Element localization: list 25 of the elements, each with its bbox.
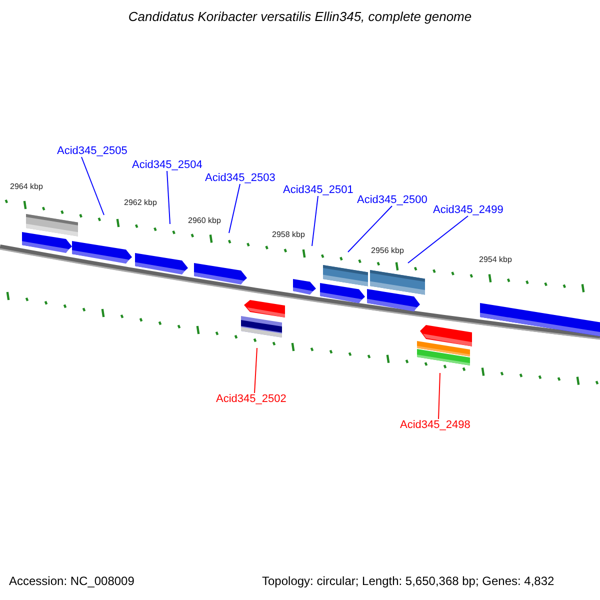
leader-line	[254, 348, 258, 394]
accession-text: Accession: NC_008009	[9, 574, 134, 588]
genome-info-text: Topology: circular; Length: 5,650,368 bp; Genes: 4,832	[262, 574, 554, 588]
title: Candidatus Koribacter versatilis Ellin345, complete genome	[127, 9, 473, 24]
scale-label: 2958 kbp	[272, 230, 305, 239]
gene-label: Acid345_2500	[357, 194, 428, 206]
gene-label: Acid345_2498	[400, 419, 470, 431]
gene-label: Acid345_2502	[216, 393, 286, 405]
gene-label: Acid345_2503	[205, 172, 276, 184]
leader-line	[312, 196, 318, 246]
scale-label: 2956 kbp	[371, 246, 404, 255]
leader-line	[166, 170, 170, 224]
gene-label: Acid345_2504	[132, 159, 202, 171]
scale-label: 2960 kbp	[188, 216, 221, 225]
leader-line	[228, 184, 240, 234]
gene-label: Acid345_2501	[283, 184, 354, 196]
leader-line	[81, 156, 104, 216]
scale-label: 2962 kbp	[124, 198, 157, 207]
gene-label: Acid345_2499	[433, 204, 504, 216]
scale-label: 2954 kbp	[479, 255, 512, 264]
gene-label: Acid345_2505	[57, 145, 128, 157]
leader-line	[348, 206, 392, 252]
scale-label: 2964 kbp	[10, 182, 43, 191]
leader-line	[408, 216, 468, 264]
leader-line	[438, 372, 440, 420]
